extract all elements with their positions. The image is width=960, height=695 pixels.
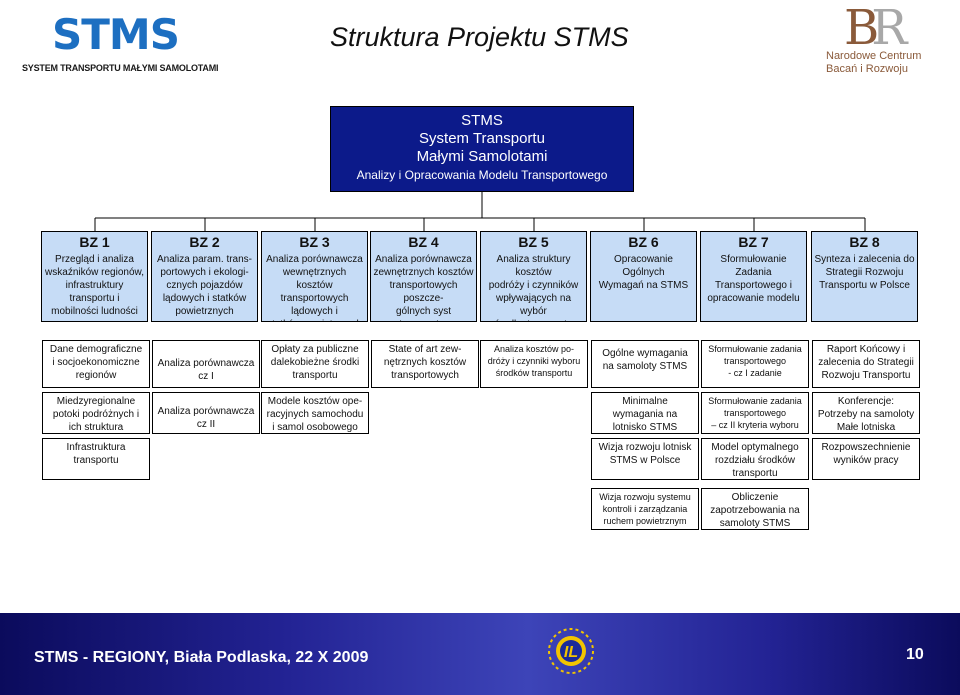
work-package-bz8: BZ 8 Synteza i zalecenia do Strategii Ro…: [811, 231, 918, 322]
task-box: Obliczenie zapotrzebowania na samoloty S…: [701, 488, 809, 530]
work-package-bz7: BZ 7 Sformułowanie Zadania Transportoweg…: [700, 231, 807, 322]
task-box: Modele kosztów ope- racyjnych samochodu …: [261, 392, 369, 434]
task-box: Wizja rozwoju systemu kontroli i zarządz…: [591, 488, 699, 530]
work-package-title: BZ 7: [738, 234, 769, 250]
work-package-title: BZ 8: [849, 234, 880, 250]
work-package-title: BZ 6: [628, 234, 659, 250]
ncbir-logo-text: Narodowe Centrum Bacań i Rozwoju: [826, 50, 921, 76]
task-box: Analiza porównawcza cz II: [152, 392, 260, 434]
task-box: Minimalne wymagania na lotnisko STMS: [591, 392, 699, 434]
task-box: Sformułowanie zadania transportowego – c…: [701, 392, 809, 434]
task-box: Miedzyregionalne potoki podróżnych i ich…: [42, 392, 150, 434]
ncbir-logo: BR Narodowe Centrum Bacań i Rozwoju: [822, 2, 952, 82]
work-package-description: Analiza struktury kosztów podróży i czyn…: [488, 254, 579, 321]
task-box: Konferencje: Potrzeby na samoloty Małe l…: [812, 392, 920, 434]
stms-logo: STMS SYSTEM TRANSPORTU MAŁYMI SAMOLOTAMI: [22, 10, 219, 78]
root-box-line-4: Analizy i Opracowania Modelu Transportow…: [356, 168, 608, 182]
ncbir-logo-mark: BR: [844, 0, 908, 56]
work-package-bz6: BZ 6 Opracowanie Ogólnych Wymagań na STM…: [590, 231, 697, 322]
institute-logo-text: IL: [564, 644, 578, 661]
page-title: Struktura Projektu STMS: [330, 22, 629, 52]
footer-band: [0, 613, 960, 695]
ncbir-logo-line-1: Narodowe Centrum: [826, 50, 922, 62]
work-package-description: Przegląd i analiza wskaźników regionów, …: [45, 254, 144, 317]
task-box: Ogólne wymagania na samoloty STMS: [591, 340, 699, 388]
work-package-title: BZ 1: [79, 234, 110, 250]
task-box: Analiza porównawcza cz I: [152, 340, 260, 388]
work-package-description: Opracowanie Ogólnych Wymagań na STMS: [598, 254, 689, 291]
root-box-line-1: STMS: [461, 112, 503, 129]
task-box: Dane demograficzne i socjoekonomiczne re…: [42, 340, 150, 388]
task-box: Rozpowszechnienie wyników pracy: [812, 438, 920, 480]
work-package-title: BZ 3: [299, 234, 330, 250]
root-box-line-3: Małymi Samolotami: [416, 148, 548, 165]
task-box: Model optymalnego rozdziału środków tran…: [701, 438, 809, 480]
task-box: Opłaty za publiczne dalekobieżne środki …: [261, 340, 369, 388]
work-package-description: Analiza param. trans- portowych i ekolog…: [156, 254, 253, 317]
task-box: Raport Końcowy i zalecenia do Strategii …: [812, 340, 920, 388]
footer-caption: STMS - REGIONY, Biała Podlaska, 22 X 200…: [34, 649, 369, 666]
task-box: State of art zew- nętrznych kosztów tran…: [371, 340, 479, 388]
task-box: Sformułowanie zadania transportowego - c…: [701, 340, 809, 388]
work-package-title: BZ 2: [189, 234, 220, 250]
work-package-title: BZ 4: [408, 234, 439, 250]
stms-logo-subtitle: SYSTEM TRANSPORTU MAŁYMI SAMOLOTAMI: [22, 63, 219, 73]
task-box: Infrastruktura transportu: [42, 438, 150, 480]
work-package-bz1: BZ 1 Przegląd i analiza wskaźników regio…: [41, 231, 148, 322]
work-package-bz3: BZ 3 Analiza porównawcza wewnętrznych ko…: [261, 231, 368, 322]
root-box-line-2: System Transportu: [419, 130, 545, 147]
work-package-bz4: BZ 4 Analiza porównawcza zewnętrznych ko…: [370, 231, 477, 322]
institute-logo-mark: IL: [548, 628, 594, 674]
page-number: 10: [906, 646, 924, 663]
root-project-box: STMS System Transportu Małymi Samolotami…: [330, 106, 634, 192]
task-box: Wizja rozwoju lotnisk STMS w Polsce: [591, 438, 699, 480]
work-package-description: Analiza porównawcza wewnętrznych kosztów…: [266, 254, 363, 321]
work-package-description: Analiza porównawcza zewnętrznych kosztów…: [373, 254, 474, 321]
stms-logo-text: STMS: [52, 10, 180, 59]
institute-logo: IL: [548, 628, 594, 674]
task-box: Analiza kosztów po- dróży i czynniki wyb…: [480, 340, 588, 388]
work-package-description: Synteza i zalecenia do Strategii Rozwoju…: [814, 254, 915, 291]
ncbir-logo-line-2: Bacań i Rozwoju: [826, 63, 908, 75]
work-package-bz2: BZ 2 Analiza param. trans- portowych i e…: [151, 231, 258, 322]
work-package-title: BZ 5: [518, 234, 549, 250]
work-package-bz5: BZ 5 Analiza struktury kosztów podróży i…: [480, 231, 587, 322]
work-package-description: Sformułowanie Zadania Transportowego i o…: [707, 254, 800, 304]
